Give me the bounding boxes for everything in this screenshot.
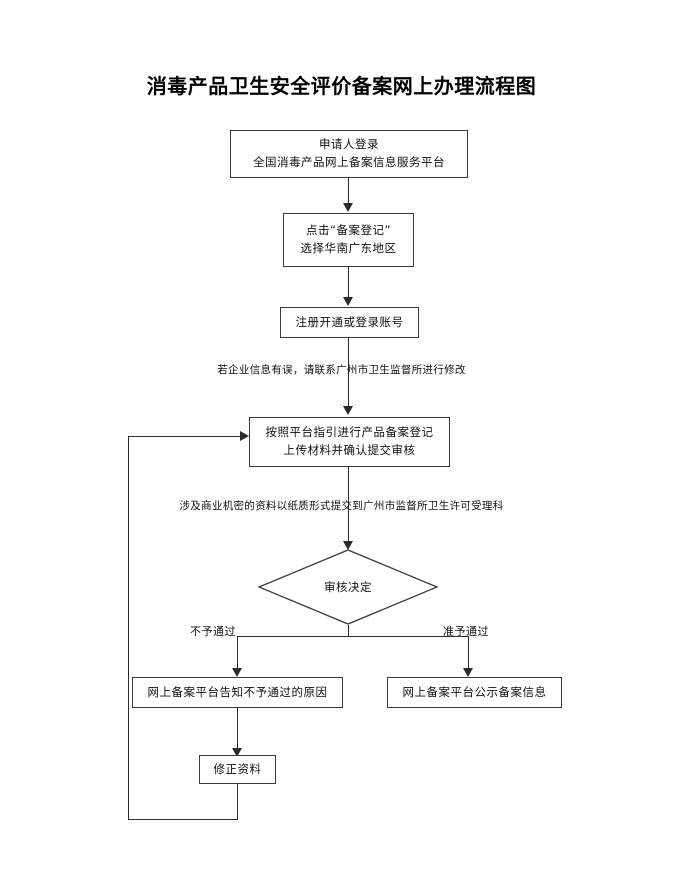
flow-node-click-registration: 点击“备案登记” 选择华南广东地区: [283, 213, 414, 267]
edge-feedback-bottom-line: [128, 819, 238, 820]
flow-node-line: 网上备案平台告知不予通过的原因: [147, 684, 328, 699]
edge-approve-arrowhead: [463, 668, 473, 677]
flow-node-publish-record: 网上备案平台公示备案信息: [387, 677, 562, 708]
flow-node-submit-materials: 按照平台指引进行产品备案登记 上传材料并确认提交审核: [249, 417, 450, 467]
flow-node-revise-materials: 修正资料: [199, 755, 276, 784]
flow-node-applicant-login: 申请人登录 全国消毒产品网上备案信息服务平台: [230, 130, 468, 178]
flow-node-register-or-login: 注册开通或登录账号: [280, 307, 419, 338]
flow-node-line: 修正资料: [213, 761, 262, 776]
edge-n3-n4-line: [348, 338, 349, 408]
edge-approve-drop-line: [468, 636, 469, 670]
edge-feedback-down-line: [237, 784, 238, 820]
flow-node-line: 上传材料并确认提交审核: [283, 443, 416, 457]
edge-reject-drop-line: [237, 636, 238, 670]
edge-approve-bar: [438, 636, 468, 637]
flow-node-review-decision: 审核决定: [258, 549, 438, 625]
edge-n6-n8-arrowhead: [232, 748, 242, 757]
edge-n3-n4-arrowhead: [343, 406, 353, 415]
flow-node-line: 按照平台指引进行产品备案登记: [265, 425, 434, 440]
edge-n1-n2-line: [348, 178, 349, 204]
edge-feedback-arrowhead: [240, 431, 249, 441]
edge-decision-stem: [348, 625, 349, 637]
edge-n1-n2-arrowhead: [343, 203, 353, 212]
edge-reject-arrowhead: [232, 668, 242, 677]
flow-node-line: 注册开通或登录账号: [295, 314, 404, 329]
flow-node-line: 网上备案平台公示备案信息: [402, 684, 547, 699]
edge-n4-n5-line: [348, 467, 349, 543]
edge-n2-n3-arrowhead: [343, 297, 353, 306]
diamond-shape: [258, 549, 438, 625]
flow-node-line: 审核决定: [324, 580, 372, 594]
flow-node-line: 全国消毒产品网上备案信息服务平台: [253, 155, 445, 169]
flow-note-company-info-correction: 若企业信息有误，请联系广州市卫生监督所进行修改: [217, 364, 466, 376]
page-title: 消毒产品卫生安全评价备案网上办理流程图: [146, 74, 537, 98]
edge-feedback-return-line: [128, 436, 241, 437]
flow-node-line: 申请人登录: [319, 137, 379, 152]
flow-node-line: 选择华南广东地区: [300, 241, 397, 255]
edge-n6-n8-line: [237, 708, 238, 750]
edge-decision-split-bar: [237, 636, 438, 637]
edge-label-approve: 准予通过: [443, 625, 489, 638]
flow-node-line: 点击“备案登记”: [306, 223, 391, 238]
flow-note-confidential-materials: 涉及商业机密的资料以纸质形式提交到广州市监督所卫生许可受理科: [179, 500, 504, 512]
edge-n4-n5-arrowhead: [343, 541, 353, 550]
edge-n2-n3-line: [348, 267, 349, 298]
edge-feedback-up-line: [128, 436, 129, 820]
flow-node-reject-reason: 网上备案平台告知不予通过的原因: [132, 677, 343, 708]
edge-label-reject: 不予通过: [190, 625, 236, 638]
